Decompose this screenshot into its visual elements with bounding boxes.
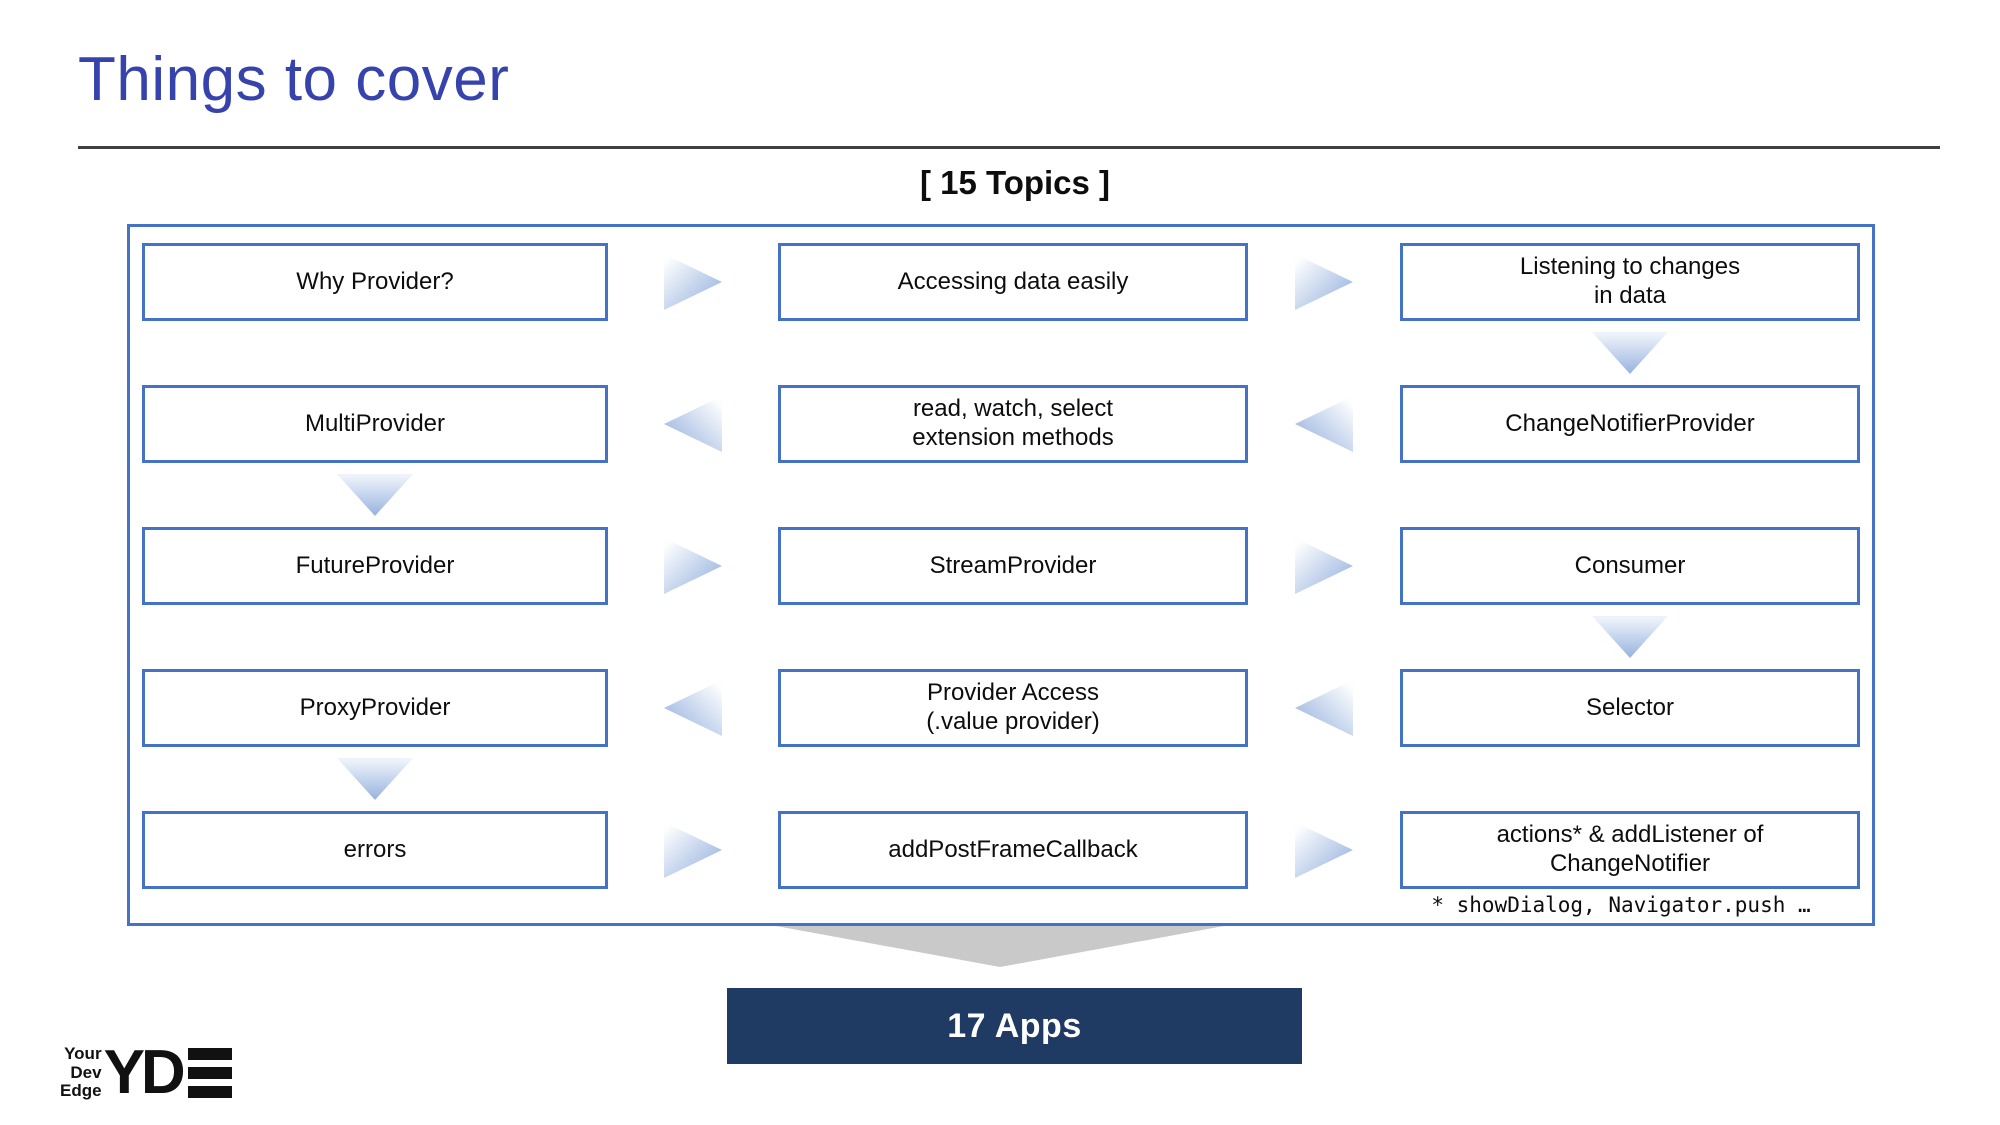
spacer-cell — [608, 463, 778, 527]
topic-box-read-watch-select: read, watch, select extension methods — [778, 385, 1248, 463]
footnote: * showDialog, Navigator.push … — [1431, 893, 1811, 917]
spacer-cell — [778, 747, 1248, 811]
arrow-down-icon — [337, 474, 413, 516]
spacer-cell — [1400, 747, 1860, 811]
arrow-right-icon — [664, 822, 722, 878]
arrow-down-icon — [1592, 332, 1668, 374]
arrow-right-icon — [664, 254, 722, 310]
topic-box-addpostframecallback: addPostFrameCallback — [778, 811, 1248, 889]
connector-cell — [608, 527, 778, 605]
topic-box-selector: Selector — [1400, 669, 1860, 747]
arrow-down-icon — [337, 758, 413, 800]
spacer-cell — [1248, 321, 1400, 385]
arrow-right-icon — [664, 538, 722, 594]
spacer-cell — [142, 605, 608, 669]
funnel-down-arrow-icon — [776, 926, 1224, 967]
topic-box-multiprovider: MultiProvider — [142, 385, 608, 463]
spacer-cell — [778, 605, 1248, 669]
topic-box-accessing-data: Accessing data easily — [778, 243, 1248, 321]
topics-outline-box: Why Provider? Accessing data easily List… — [127, 224, 1875, 926]
arrow-left-icon — [1295, 396, 1353, 452]
topics-grid: Why Provider? Accessing data easily List… — [130, 227, 1872, 889]
topic-box-streamprovider: StreamProvider — [778, 527, 1248, 605]
connector-cell — [608, 669, 778, 747]
connector-cell — [608, 811, 778, 889]
topic-box-consumer: Consumer — [1400, 527, 1860, 605]
logo-brand-mark: Y D — [104, 1042, 232, 1104]
connector-cell — [608, 385, 778, 463]
topics-count-header: [ 15 Topics ] — [919, 164, 1111, 201]
yde-logo: Your Dev Edge Y D — [60, 1042, 232, 1104]
connector-cell — [1400, 321, 1860, 385]
logo-tagline-line: Dev — [70, 1062, 102, 1082]
connector-cell — [142, 463, 608, 527]
topic-box-actions-addlistener: actions* & addListener of ChangeNotifier — [1400, 811, 1860, 889]
arrow-right-icon — [1295, 254, 1353, 310]
connector-cell — [1248, 243, 1400, 321]
apps-count-label: 17 Apps — [947, 1006, 1082, 1045]
connector-cell — [1248, 527, 1400, 605]
arrow-right-icon — [1295, 822, 1353, 878]
spacer-cell — [608, 747, 778, 811]
arrow-left-icon — [664, 680, 722, 736]
connector-cell — [1400, 605, 1860, 669]
spacer-cell — [1248, 463, 1400, 527]
arrow-left-icon — [664, 396, 722, 452]
connector-cell — [1248, 669, 1400, 747]
topic-box-proxyprovider: ProxyProvider — [142, 669, 608, 747]
spacer-cell — [1400, 463, 1860, 527]
logo-tagline: Your Dev Edge — [60, 1045, 102, 1100]
spacer-cell — [1248, 747, 1400, 811]
logo-letter-y: Y — [103, 1038, 145, 1107]
connector-cell — [1248, 385, 1400, 463]
topic-box-listening-changes: Listening to changes in data — [1400, 243, 1860, 321]
connector-cell — [1248, 811, 1400, 889]
arrow-down-icon — [1592, 616, 1668, 658]
logo-tagline-line: Your — [64, 1044, 102, 1064]
topic-box-why-provider: Why Provider? — [142, 243, 608, 321]
spacer-cell — [608, 321, 778, 385]
spacer-cell — [778, 463, 1248, 527]
arrow-right-icon — [1295, 538, 1353, 594]
logo-letter-d: D — [140, 1038, 186, 1107]
spacer-cell — [142, 321, 608, 385]
connector-cell — [142, 747, 608, 811]
logo-tagline-line: Edge — [60, 1081, 102, 1101]
arrow-left-icon — [1295, 680, 1353, 736]
spacer-cell — [608, 605, 778, 669]
logo-letter-e-bars-icon — [187, 1048, 232, 1098]
title-divider — [78, 146, 1940, 149]
topic-box-provider-access: Provider Access (.value provider) — [778, 669, 1248, 747]
topic-box-errors: errors — [142, 811, 608, 889]
slide-title: Things to cover — [78, 45, 510, 114]
spacer-cell — [778, 321, 1248, 385]
topic-box-futureprovider: FutureProvider — [142, 527, 608, 605]
spacer-cell — [1248, 605, 1400, 669]
apps-count-banner: 17 Apps — [727, 988, 1302, 1064]
topic-box-changenotifierprovider: ChangeNotifierProvider — [1400, 385, 1860, 463]
connector-cell — [608, 243, 778, 321]
